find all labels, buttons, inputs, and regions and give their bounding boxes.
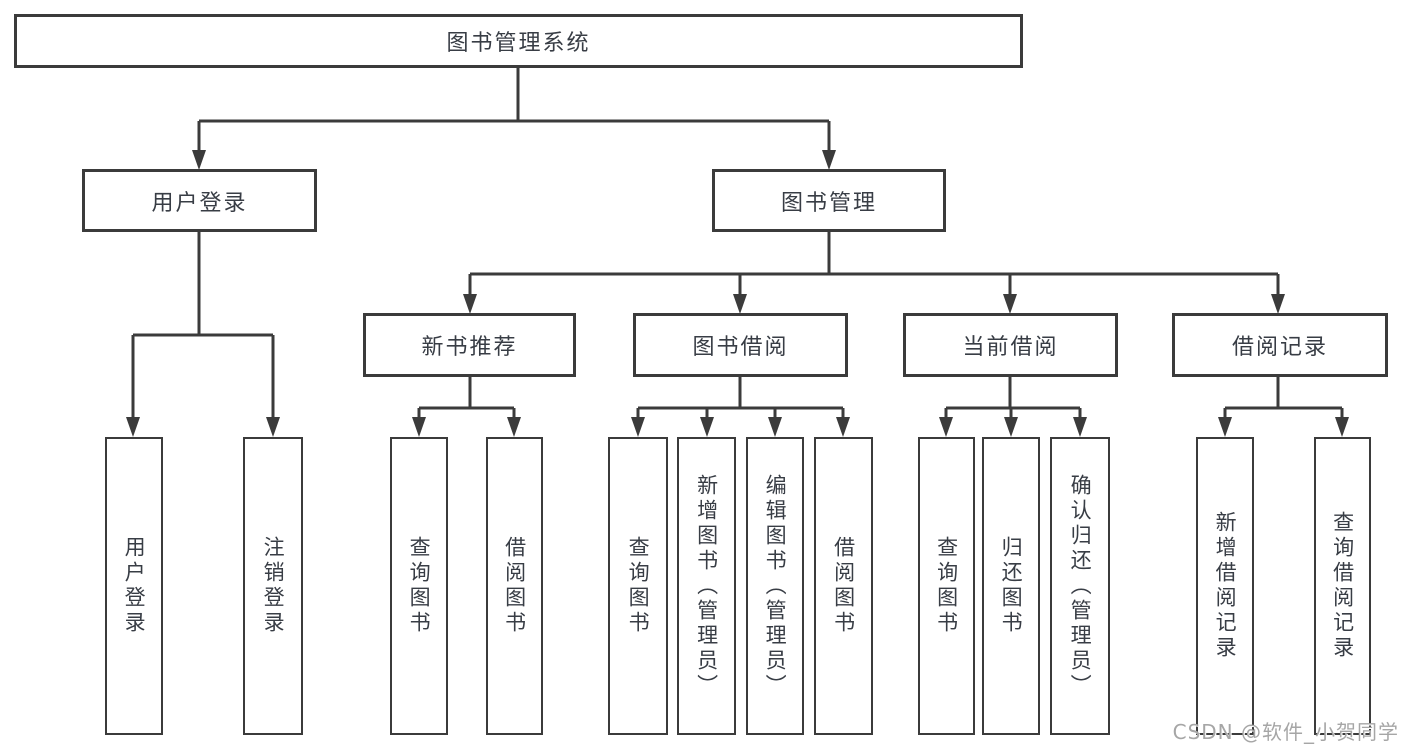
node-book-borrow: 图书借阅	[633, 313, 848, 377]
node-library-management-system: 图书管理系统	[14, 14, 1023, 68]
leaf-add-books-admin: 新增图书（管理员）	[677, 437, 736, 735]
leaf-borrow-books: 借阅图书	[814, 437, 873, 735]
arrowhead-down-icon	[266, 417, 280, 437]
arrowhead-down-icon	[1004, 417, 1018, 437]
leaf-label: 查询图书	[626, 536, 651, 636]
leaf-label: 新增图书（管理员）	[694, 473, 719, 699]
connector-lines	[131, 68, 1344, 423]
leaf-query-books-recommend: 查询图书	[390, 437, 448, 735]
edges-user-login-children	[131, 232, 275, 423]
leaf-label: 查询借阅记录	[1330, 511, 1355, 661]
leaf-label: 查询图书	[407, 536, 432, 636]
edges-new-book-recommend-children	[417, 377, 516, 423]
leaf-label: 查询图书	[934, 536, 959, 636]
edges-current-borrow-children	[944, 377, 1082, 423]
node-new-book-recommend: 新书推荐	[363, 313, 576, 377]
arrowhead-down-icon	[192, 150, 206, 170]
leaf-logout: 注销登录	[243, 437, 303, 735]
arrowhead-down-icon	[463, 294, 477, 314]
arrowheads	[126, 150, 1349, 437]
leaf-query-books-current: 查询图书	[918, 437, 975, 735]
leaf-label: 新增借阅记录	[1213, 511, 1238, 661]
leaf-label: 编辑图书（管理员）	[763, 473, 788, 699]
arrowhead-down-icon	[733, 294, 747, 314]
edges-book-borrow-children	[636, 377, 845, 423]
leaf-user-login: 用户登录	[105, 437, 163, 735]
arrowhead-down-icon	[631, 417, 645, 437]
arrowhead-down-icon	[836, 417, 850, 437]
arrowhead-down-icon	[700, 417, 714, 437]
leaf-query-books-borrow: 查询图书	[608, 437, 668, 735]
leaf-edit-books-admin: 编辑图书（管理员）	[746, 437, 804, 735]
edges-root-to-level2	[197, 68, 831, 156]
arrowhead-down-icon	[1271, 294, 1285, 314]
arrowhead-down-icon	[939, 417, 953, 437]
node-user-login: 用户登录	[82, 169, 317, 232]
leaf-borrow-books-recommend: 借阅图书	[486, 437, 543, 735]
csdn-watermark: CSDN @软件_小贺同学	[1172, 720, 1399, 744]
arrowhead-down-icon	[822, 150, 836, 170]
arrowhead-down-icon	[507, 417, 521, 437]
leaf-add-borrow-record: 新增借阅记录	[1196, 437, 1254, 735]
leaf-query-borrow-record: 查询借阅记录	[1314, 437, 1371, 735]
edges-book-management-children	[468, 232, 1280, 300]
leaf-label: 用户登录	[122, 536, 147, 636]
leaf-confirm-return-admin: 确认归还（管理员）	[1050, 437, 1110, 735]
arrowhead-down-icon	[1335, 417, 1349, 437]
leaf-label: 确认归还（管理员）	[1068, 473, 1093, 699]
leaf-label: 注销登录	[261, 536, 286, 636]
edges-borrow-records-children	[1223, 377, 1344, 423]
arrowhead-down-icon	[412, 417, 426, 437]
arrowhead-down-icon	[1003, 294, 1017, 314]
node-current-borrow: 当前借阅	[903, 313, 1118, 377]
arrowhead-down-icon	[768, 417, 782, 437]
leaf-label: 归还图书	[999, 536, 1024, 636]
node-book-management: 图书管理	[712, 169, 946, 232]
leaf-label: 借阅图书	[502, 536, 527, 636]
leaf-return-books: 归还图书	[982, 437, 1040, 735]
arrowhead-down-icon	[126, 417, 140, 437]
leaf-label: 借阅图书	[831, 536, 856, 636]
arrowhead-down-icon	[1073, 417, 1087, 437]
arrowhead-down-icon	[1218, 417, 1232, 437]
node-borrow-records: 借阅记录	[1172, 313, 1388, 377]
